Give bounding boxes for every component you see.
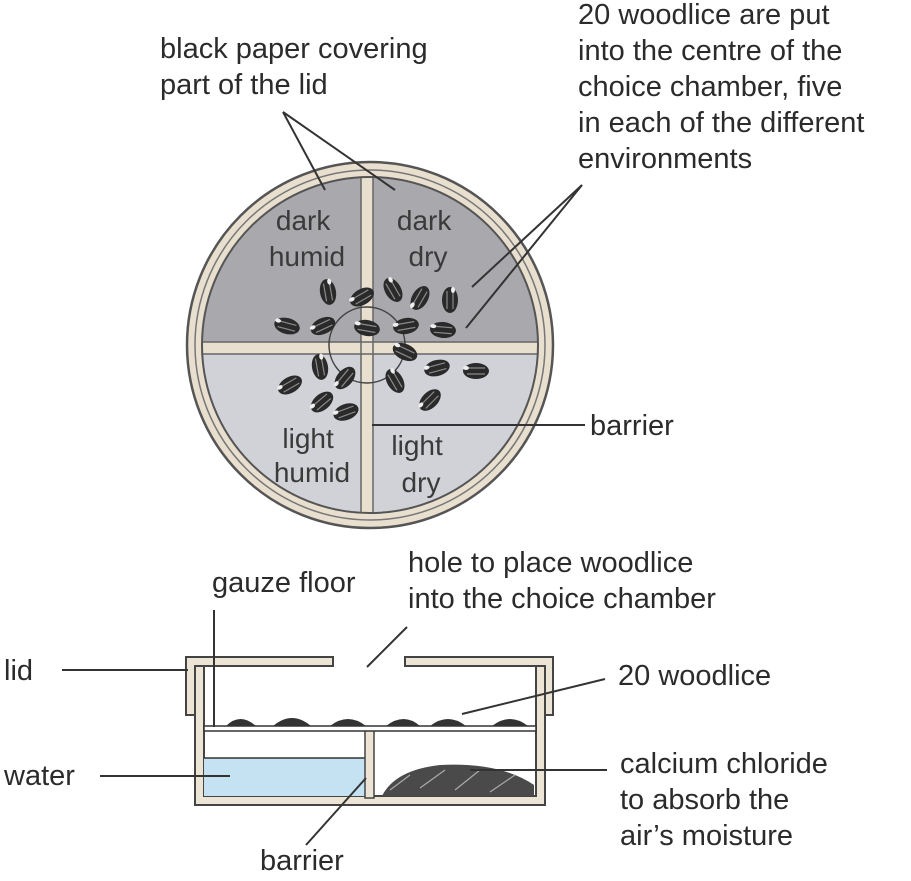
label-lid: lid [4,655,33,687]
label-water: water [3,760,75,792]
gauze-floor [203,725,537,732]
choice-chamber-side-view [185,656,554,806]
label-20-woodlice: 20 woodlice [618,660,771,692]
side-base [194,665,546,806]
side-barrier [364,729,375,799]
label-barrier-top: barrier [590,410,674,442]
quadrant-label-light-humid: light humid [274,423,350,488]
side-lid [185,656,334,716]
callout-black-paper: black paper covering part of the lid [160,33,436,101]
leader-lines-woodlice [465,184,583,329]
choice-chamber-top-view: dark humid dark dry light humid light dr… [185,160,555,530]
label-gauze-floor: gauze floor [212,567,356,599]
quadrant-label-dark-humid: dark humid [269,205,345,272]
label-barrier-side: barrier [260,845,344,877]
leader-lines-black-paper [282,111,396,191]
label-calcium-chloride: calcium chloride to absorb the air’s moi… [620,748,836,852]
callout-woodlice-placement: 20 woodlice are put into the centre of t… [578,0,873,175]
horizontal-barrier [202,342,538,354]
label-hole: hole to place woodlice into the choice c… [408,547,716,615]
leader-line-woodlice [461,678,606,715]
quadrant-label-light-dry: light dry [391,430,450,498]
leader-line-hole [366,626,408,668]
woodlice-side-view [226,718,528,726]
quadrant-label-dark-dry: dark dry [397,205,459,272]
water-layer [204,758,365,796]
leader-line-barrier-side [305,777,367,846]
